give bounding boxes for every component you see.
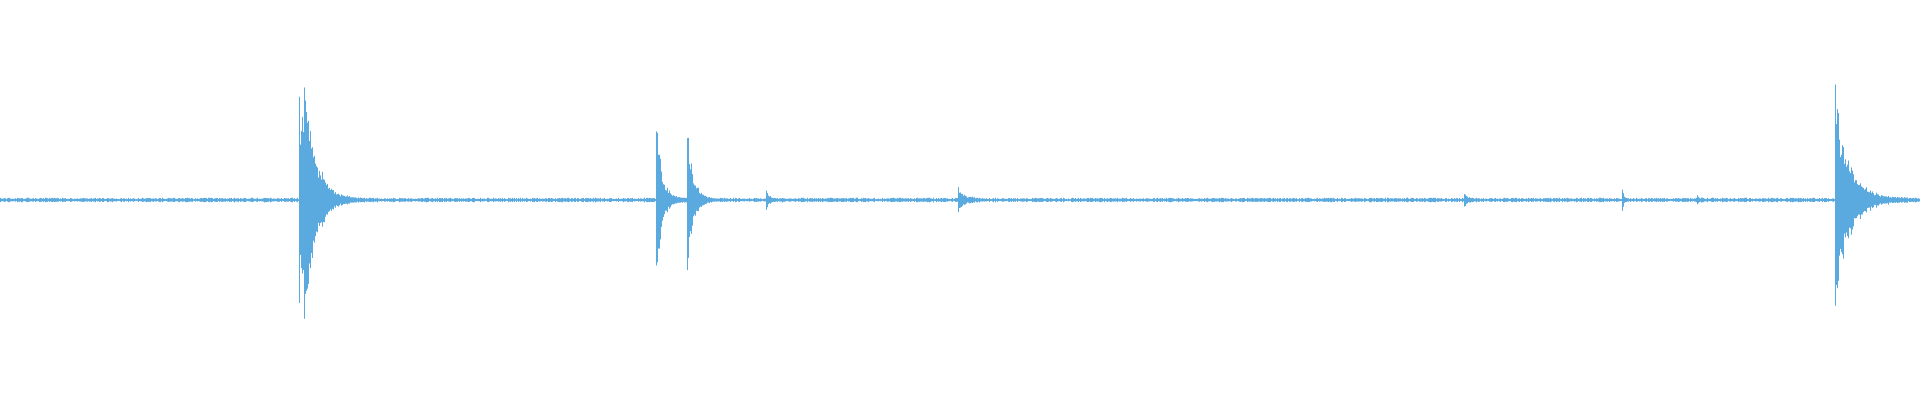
- waveform-path: [0, 84, 1920, 319]
